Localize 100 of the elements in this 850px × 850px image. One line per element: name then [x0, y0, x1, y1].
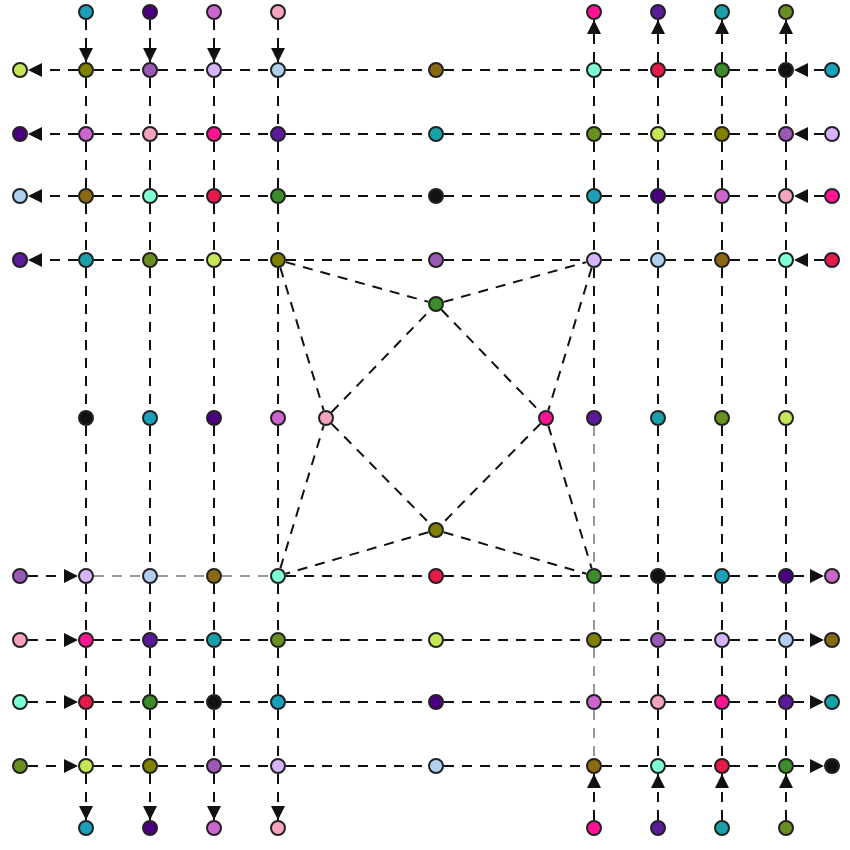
node-dot [142, 126, 158, 142]
node-dot [824, 568, 840, 584]
dashed-connector [277, 77, 279, 127]
arrow [27, 127, 79, 141]
dashed-connector [277, 709, 279, 759]
node-dot [142, 4, 158, 20]
dashed-connector [665, 701, 715, 703]
node-dot [538, 410, 554, 426]
arrow [793, 759, 825, 773]
node-dot [428, 522, 444, 538]
dashed-connector [221, 195, 271, 197]
dashed-connector [149, 77, 151, 127]
node-dot [778, 126, 794, 142]
dashed-connector [213, 709, 215, 759]
node-dot [778, 62, 794, 78]
node-dot [824, 694, 840, 710]
arrow [207, 19, 221, 63]
node-dot [142, 410, 158, 426]
node-dot [650, 252, 666, 268]
node-dot [142, 568, 158, 584]
node-dot [78, 252, 94, 268]
node-dot [270, 694, 286, 710]
node-dot [78, 820, 94, 836]
dashed-connector [785, 203, 787, 253]
node-dot [12, 568, 28, 584]
dashed-connector [721, 141, 723, 189]
node-dot [428, 632, 444, 648]
node-dot [714, 4, 730, 20]
arrow [793, 695, 825, 709]
node-dot [714, 126, 730, 142]
dashed-connector [330, 308, 432, 414]
node-dot [270, 568, 286, 584]
arrow [271, 19, 285, 63]
node-dot [206, 4, 222, 20]
node-dot [586, 694, 602, 710]
dashed-connector [277, 203, 279, 253]
node-dot [270, 758, 286, 774]
node-dot [142, 694, 158, 710]
dashed-connector [93, 701, 143, 703]
dashed-connector [93, 765, 143, 767]
node-dot [142, 758, 158, 774]
dashed-connector [149, 583, 151, 633]
arrow [27, 253, 79, 267]
arrow [793, 63, 825, 77]
dashed-connector [665, 133, 715, 135]
node-dot [142, 252, 158, 268]
dashed-connector [729, 575, 779, 577]
node-dot [824, 126, 840, 142]
dashed-connector [657, 141, 659, 189]
node-dot [586, 632, 602, 648]
node-dot [206, 188, 222, 204]
dashed-connector [657, 709, 659, 759]
arrow [27, 63, 79, 77]
node-dot [778, 252, 794, 268]
dashed-connector [785, 77, 787, 127]
dashed-connector [593, 583, 595, 633]
dashed-connector [729, 133, 779, 135]
dashed-connector [284, 261, 430, 303]
node-dot [142, 188, 158, 204]
node-dot [206, 252, 222, 268]
node-dot [586, 126, 602, 142]
node-dot [270, 410, 286, 426]
node-dot [586, 4, 602, 20]
node-dot [428, 568, 444, 584]
dashed-connector [665, 639, 715, 641]
dashed-connector [213, 203, 215, 253]
dashed-connector [785, 709, 787, 759]
node-dot [650, 4, 666, 20]
dashed-connector [657, 647, 659, 695]
node-dot [650, 126, 666, 142]
dashed-connector [157, 259, 207, 261]
dashed-connector [601, 701, 651, 703]
node-dot [650, 758, 666, 774]
dashed-connector [657, 77, 659, 127]
arrow [779, 773, 793, 821]
dashed-connector [157, 765, 207, 767]
dashed-connector [277, 583, 279, 633]
node-dot [78, 632, 94, 648]
node-dot [428, 296, 444, 312]
node-dot [78, 188, 94, 204]
dashed-connector [93, 639, 143, 641]
node-dot [714, 632, 730, 648]
node-dot [78, 568, 94, 584]
dashed-connector [665, 765, 715, 767]
arrow [143, 773, 157, 821]
node-dot [714, 252, 730, 268]
dashed-connector [665, 195, 715, 197]
dashed-connector [157, 69, 207, 71]
node-dot [270, 820, 286, 836]
node-dot [714, 758, 730, 774]
dashed-connector [157, 639, 207, 641]
dashed-connector [440, 422, 542, 526]
dashed-connector [593, 77, 595, 127]
dashed-connector [665, 259, 715, 261]
node-dot [12, 632, 28, 648]
node-dot [206, 62, 222, 78]
dashed-connector [593, 709, 595, 759]
node-dot [824, 252, 840, 268]
node-dot [714, 820, 730, 836]
dashed-connector [593, 647, 595, 695]
